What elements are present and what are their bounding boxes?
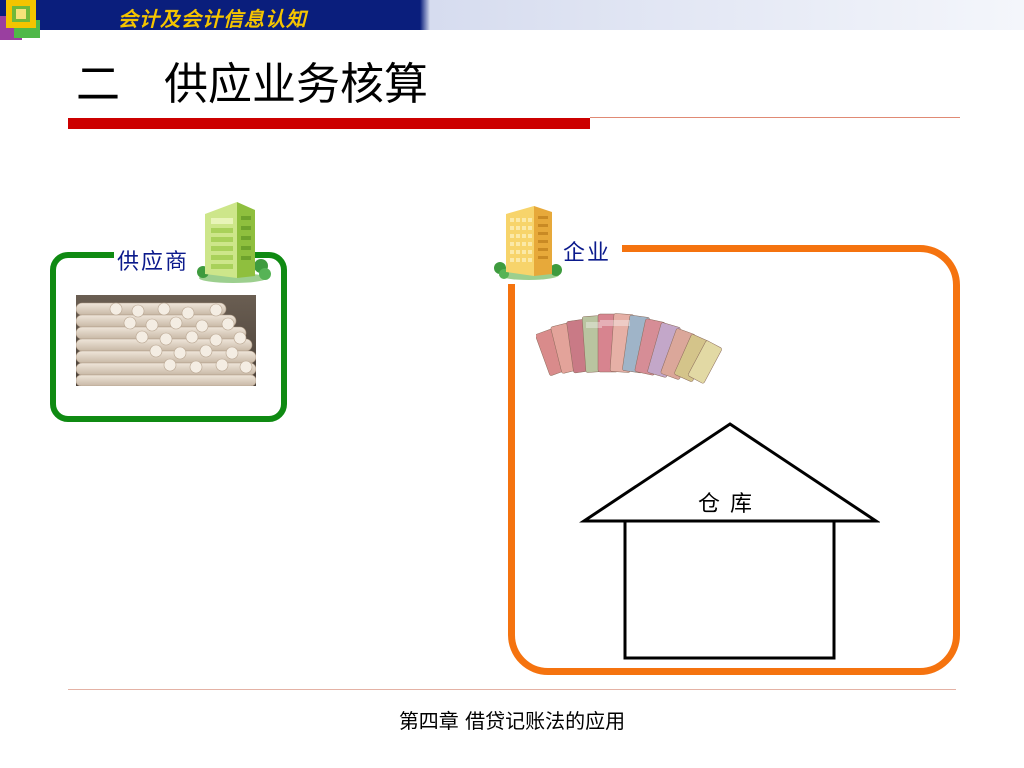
enterprise-label: 企业 — [563, 241, 612, 266]
course-title: 会计及会计信息认知 — [118, 7, 307, 31]
enterprise-frame — [508, 245, 960, 675]
enterprise-building-icon — [494, 206, 562, 280]
supplier-building-icon — [197, 202, 271, 283]
title-underline-thin — [590, 117, 960, 118]
wood-logs-image — [76, 295, 256, 386]
footer-divider — [68, 689, 956, 690]
supplier-label-background — [114, 240, 206, 274]
header-bar — [0, 0, 1024, 30]
warehouse-icon — [579, 422, 880, 660]
warehouse-label: 仓库 — [698, 492, 763, 517]
footer-chapter: 第四章 借贷记账法的应用 — [398, 709, 626, 733]
supplier-label: 供应商 — [117, 250, 190, 275]
page-title: 二 供应业务核算 — [76, 59, 428, 110]
header-logo-icon — [0, 0, 40, 40]
title-underline-bar — [68, 118, 590, 129]
banknote-stacks-image — [536, 313, 722, 384]
